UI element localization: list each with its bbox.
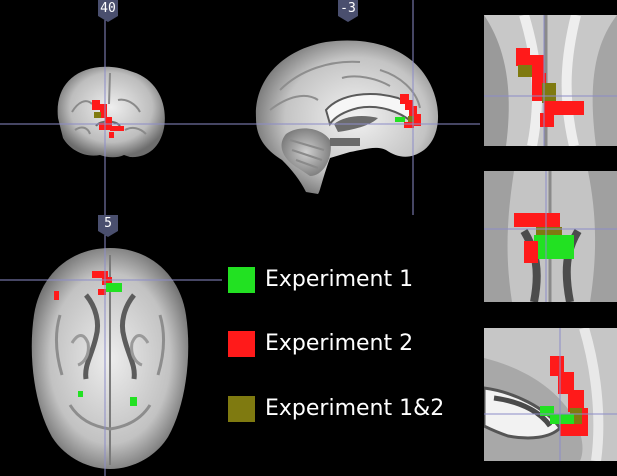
legend-item-experiment-2: Experiment 2 (228, 329, 413, 359)
legend-label-experiment-2: Experiment 2 (265, 331, 414, 356)
legend-label-experiment-1: Experiment 1 (265, 267, 414, 292)
zoom-axial-slice (484, 171, 617, 302)
sagittal-slice-number: -3 (340, 1, 356, 16)
sagittal-brain-slice (230, 0, 480, 215)
axial-brain-slice (0, 215, 222, 476)
legend-swatch-experiment-1-and-2 (228, 396, 255, 422)
zoom-axial-clusters (514, 213, 574, 263)
axial-slice-badge: 5 (98, 215, 118, 237)
legend-swatch-experiment-1 (228, 267, 255, 293)
axial-slice-number: 5 (104, 216, 112, 231)
coronal-view[interactable] (0, 0, 230, 215)
zoom-view-sagittal[interactable] (484, 328, 617, 461)
coronal-slice-badge: 40 (98, 0, 118, 22)
zoom-view-coronal[interactable] (484, 15, 617, 146)
legend-label-experiment-1-and-2: Experiment 1&2 (265, 396, 445, 421)
zoom-view-axial[interactable] (484, 171, 617, 302)
axial-activation-clusters (54, 271, 137, 406)
legend-item-experiment-1: Experiment 1 (228, 265, 413, 295)
sagittal-slice-badge: -3 (338, 0, 358, 22)
zoom-coronal-clusters (516, 48, 584, 127)
zoom-coronal-slice (484, 15, 617, 146)
axial-view[interactable] (0, 215, 222, 476)
legend-item-experiment-1-and-2: Experiment 1&2 (228, 394, 444, 424)
zoom-sagittal-slice (484, 328, 617, 461)
coronal-brain-slice (0, 0, 230, 215)
coronal-slice-number: 40 (100, 1, 116, 16)
legend-swatch-experiment-2 (228, 331, 255, 357)
sagittal-view[interactable] (230, 0, 480, 215)
